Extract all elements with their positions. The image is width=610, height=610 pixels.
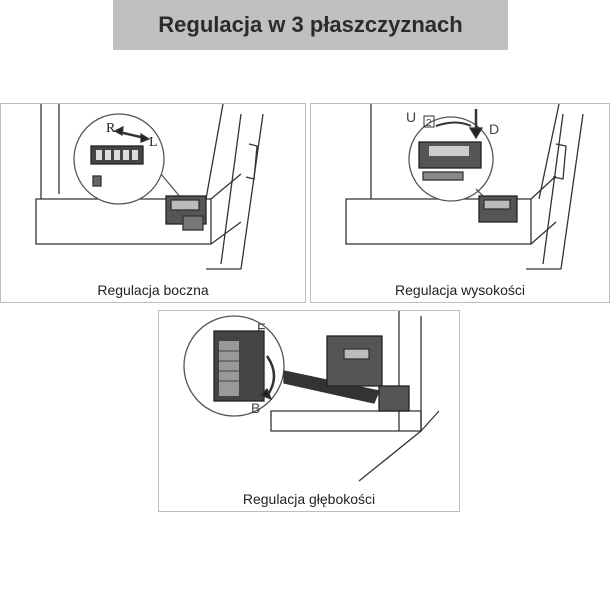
caption-depth: Regulacja głębokości bbox=[242, 491, 376, 507]
back-label: B bbox=[251, 400, 260, 416]
caption-height: Regulacja wysokości bbox=[395, 282, 525, 298]
page-title: Regulacja w 3 płaszczyznach bbox=[158, 12, 463, 37]
side-adjustment-illustration: R L bbox=[35, 104, 264, 270]
up-label: U bbox=[406, 109, 416, 125]
title-banner: Regulacja w 3 płaszczyznach bbox=[113, 0, 508, 50]
panel-side-adjustment: R L Regulacja boczna bbox=[0, 103, 306, 303]
front-label: F bbox=[257, 320, 266, 336]
right-label: R bbox=[106, 121, 116, 136]
step-label: 2 bbox=[426, 118, 432, 129]
height-adjustment-illustration: U D 2 bbox=[345, 104, 584, 270]
panel-depth-adjustment: F B Regulacja głębokości bbox=[158, 310, 460, 512]
panel-height-adjustment: U D 2 Regulacja wysokości bbox=[310, 103, 610, 303]
depth-adjustment-illustration: F B bbox=[183, 311, 440, 482]
caption-side: Regulacja boczna bbox=[97, 282, 209, 298]
down-label: D bbox=[489, 121, 499, 137]
left-label: L bbox=[149, 135, 158, 150]
